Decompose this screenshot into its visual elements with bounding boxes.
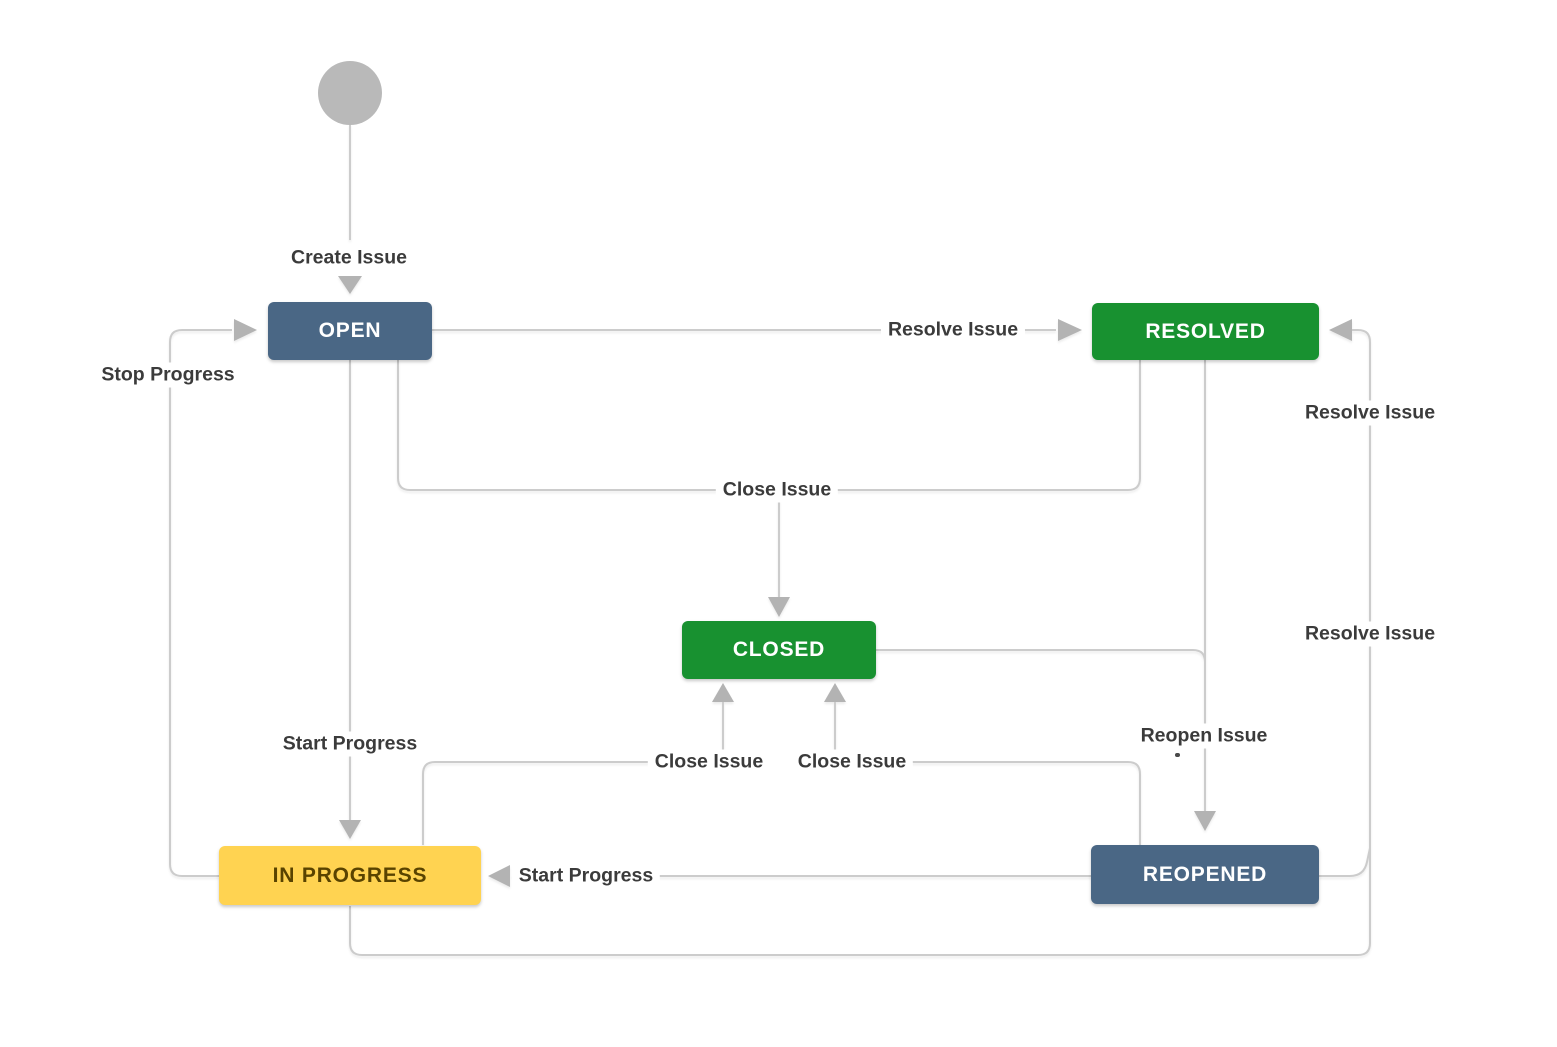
label-close-issue-from-in-progress[interactable]: Close Issue (647, 749, 771, 775)
label-create-issue[interactable]: Create Issue (284, 245, 414, 271)
label-reopen-issue[interactable]: Reopen Issue (1133, 723, 1275, 749)
label-close-issue-from-open-resolved[interactable]: Close Issue (715, 477, 839, 503)
label-start-progress-from-reopened[interactable]: Start Progress (511, 863, 661, 889)
label-close-issue-from-reopened[interactable]: Close Issue (790, 749, 914, 775)
start-node[interactable] (318, 61, 382, 125)
node-open[interactable]: OPEN (268, 302, 432, 360)
node-reopened[interactable]: REOPENED (1091, 845, 1319, 904)
label-resolve-issue-from-reopened[interactable]: Resolve Issue (1297, 400, 1443, 426)
node-in-progress[interactable]: IN PROGRESS (219, 846, 481, 905)
edge-reopen-issue (876, 360, 1216, 831)
edge-stop-progress (169, 319, 257, 877)
edge-resolve-issue-from-reopened (1319, 847, 1371, 877)
label-resolve-issue-from-in-progress[interactable]: Resolve Issue (1297, 621, 1443, 647)
reopen-issue-dot (1175, 753, 1180, 757)
edge-start-progress-from-open (339, 360, 361, 839)
label-resolve-issue-from-open[interactable]: Resolve Issue (880, 317, 1026, 343)
edge-create-issue (338, 124, 362, 294)
node-closed[interactable]: CLOSED (682, 621, 876, 679)
label-start-progress-from-open[interactable]: Start Progress (275, 731, 425, 757)
node-resolved[interactable]: RESOLVED (1092, 303, 1319, 360)
label-stop-progress[interactable]: Stop Progress (94, 362, 242, 388)
edge-resolve-issue-from-in-progress (349, 319, 1371, 956)
